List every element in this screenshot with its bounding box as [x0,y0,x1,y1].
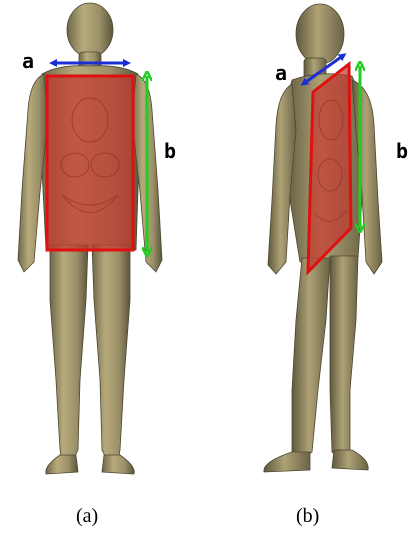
panel-a-caption: (a) [76,505,98,528]
panel-b: a b [264,4,408,472]
dimension-b-label: b [164,139,176,163]
left-leg [292,258,330,460]
dimension-b-label: b [396,139,408,163]
left-arm [268,84,296,274]
head [67,3,113,57]
panel-a: a b [18,3,176,474]
right-leg [92,245,130,462]
right-foot [332,450,368,470]
left-foot [46,455,78,474]
torso-region-box [47,76,133,250]
head [296,4,344,64]
right-leg [330,256,358,460]
dimension-a-label: a [22,49,34,73]
panel-b-caption: (b) [296,505,319,528]
right-foot [102,455,134,474]
left-foot [264,452,310,472]
left-leg [50,245,88,462]
dimension-a-label: a [275,61,287,85]
